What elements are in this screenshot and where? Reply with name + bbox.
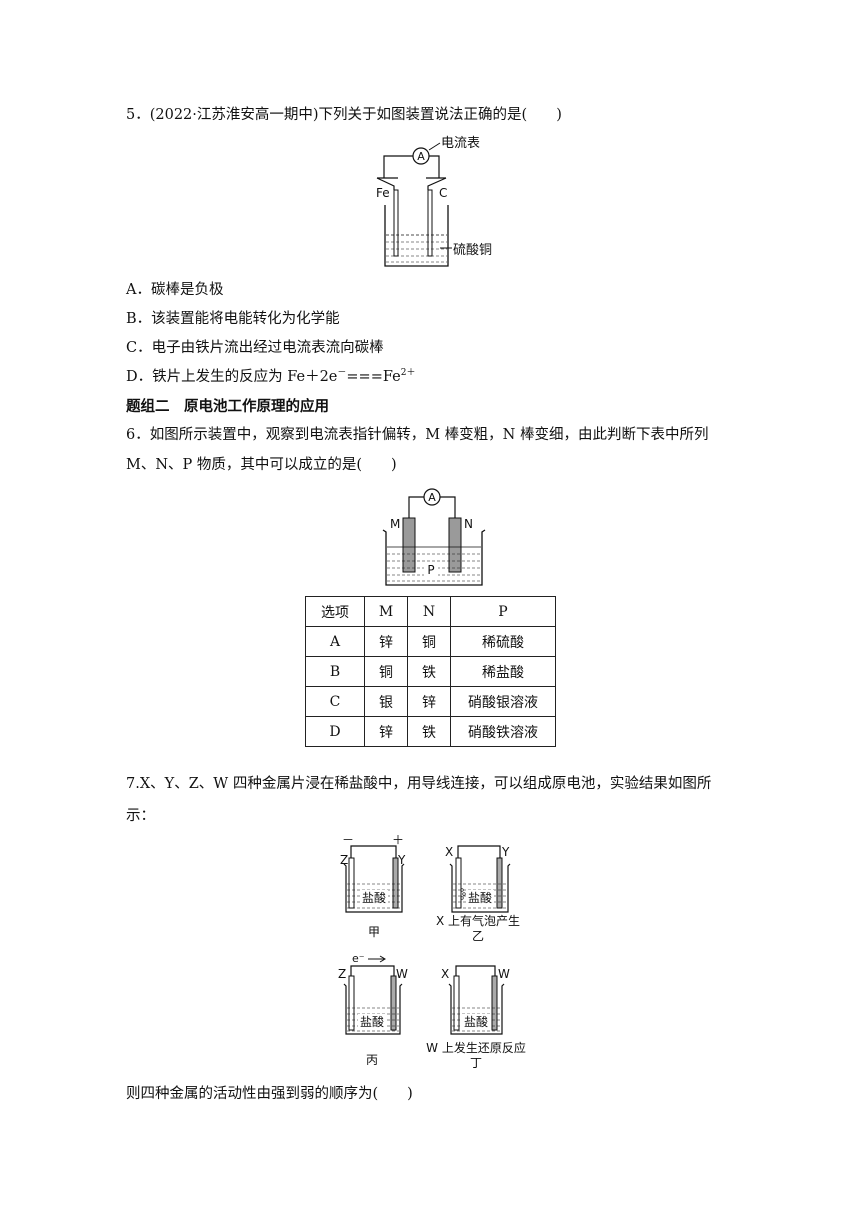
table-cell: 稀硫酸	[450, 626, 556, 657]
table-cell: 铁	[407, 656, 451, 687]
table-cell: A	[305, 626, 365, 657]
jia-solution: 盐酸	[362, 890, 386, 905]
table-row: A 锌 铜 稀硫酸	[305, 626, 556, 657]
q5-stem: 5．(2022·江苏淮安高一期中)下列关于如图装置说法正确的是( )	[126, 107, 562, 123]
jia-minus-sign: －	[342, 833, 354, 847]
table-cell: B	[305, 656, 365, 687]
q6-cell-diagram: A M N P	[382, 488, 486, 586]
table-cell: 硝酸银溶液	[450, 686, 556, 717]
ding-w-label: W	[498, 967, 510, 981]
header-cell: P	[450, 596, 556, 627]
table-cell: 铜	[407, 626, 451, 657]
yi-x-label: X	[445, 845, 453, 859]
table-cell: 银	[364, 686, 408, 717]
q6-n-label: N	[464, 517, 473, 531]
q7-stem-line2: 示：	[126, 808, 155, 824]
q6-m-label: M	[390, 517, 400, 531]
section-title: 题组二 原电池工作原理的应用	[126, 399, 329, 415]
header-cell: N	[407, 596, 451, 627]
header-cell: 选项	[305, 596, 365, 627]
bing-solution: 盐酸	[360, 1014, 384, 1029]
jia-caption: 甲	[368, 925, 380, 939]
table-cell: 铁	[407, 716, 451, 747]
q5-option-d: D．铁片上发生的反应为 Fe＋2e－===Fe2＋	[126, 368, 416, 385]
bing-caption: 丙	[366, 1053, 378, 1067]
ding-caption: 丁	[470, 1056, 482, 1070]
q5-fe-label: Fe	[376, 186, 390, 200]
q7-cell-yi: X Y 盐酸 X 上有气泡产生 乙	[436, 845, 520, 943]
q5-cell-diagram: A 电流表 Fe C 硫酸铜	[376, 136, 492, 267]
q6-stem-line1: 6．如图所示装置中，观察到电流表指针偏转，M 棒变粗，N 棒变细，由此判断下表中…	[126, 427, 709, 443]
yi-solution: 盐酸	[468, 890, 492, 905]
q5-option-a: A．碳棒是负极	[126, 282, 224, 298]
table-cell: 稀盐酸	[450, 656, 556, 687]
table-cell: D	[305, 716, 365, 747]
q5-c-label: C	[439, 186, 447, 200]
q5-ammeter-label: A	[417, 150, 425, 163]
q7-cell-ding: X W 盐酸 W 上发生还原反应 丁	[426, 965, 526, 1070]
q7-question: 则四种金属的活动性由强到弱的顺序为( )	[126, 1086, 413, 1102]
jia-plus-sign: ＋	[392, 833, 404, 847]
table-row: C 银 锌 硝酸银溶液	[305, 686, 556, 717]
table-cell: 锌	[364, 716, 408, 747]
q7-stem-line1: 7.X、Y、Z、W 四种金属片浸在稀盐酸中，用导线连接，可以组成原电池，实验结果…	[126, 776, 712, 792]
q7-cell-bing: e⁻ Z W 盐酸 丙	[338, 952, 408, 1067]
ding-x-label: X	[441, 967, 449, 981]
q6-options-table: 选项 M N P A 锌 铜 稀硫酸 B 铜 铁 稀盐酸 C 银 锌 硝酸银溶液…	[305, 596, 556, 747]
ding-solution: 盐酸	[464, 1014, 488, 1029]
q6-ammeter-label: A	[428, 491, 436, 504]
q5-meter-label: 电流表	[441, 136, 480, 151]
table-cell: 锌	[407, 686, 451, 717]
q6-solution-label: P	[427, 563, 434, 577]
q5-option-c: C．电子由铁片流出经过电流表流向碳棒	[126, 340, 384, 356]
bing-z-label: Z	[338, 967, 346, 981]
yi-y-label: Y	[501, 845, 510, 859]
jia-z-label: Z	[340, 853, 348, 867]
table-row: D 锌 铁 硝酸铁溶液	[305, 716, 556, 747]
bing-w-label: W	[396, 967, 408, 981]
table-cell: 硝酸铁溶液	[450, 716, 556, 747]
table-row: B 铜 铁 稀盐酸	[305, 656, 556, 687]
table-cell: 锌	[364, 626, 408, 657]
q7-cell-jia: － ＋ Z Y 盐酸 甲	[340, 833, 406, 939]
header-cell: M	[364, 596, 408, 627]
bing-electron-label: e⁻	[352, 952, 365, 965]
q6-stem-line2: M、N、P 物质，其中可以成立的是( )	[126, 457, 397, 473]
q5-option-b: B．该装置能将电能转化为化学能	[126, 311, 340, 327]
table-cell: 铜	[364, 656, 408, 687]
yi-caption: 乙	[472, 929, 484, 943]
q5-solution-label: 硫酸铜	[453, 243, 492, 258]
ding-note: W 上发生还原反应	[426, 1040, 526, 1055]
table-header-row: 选项 M N P	[305, 596, 556, 627]
yi-note: X 上有气泡产生	[436, 913, 520, 928]
jia-y-label: Y	[397, 853, 406, 867]
table-cell: C	[305, 686, 365, 717]
